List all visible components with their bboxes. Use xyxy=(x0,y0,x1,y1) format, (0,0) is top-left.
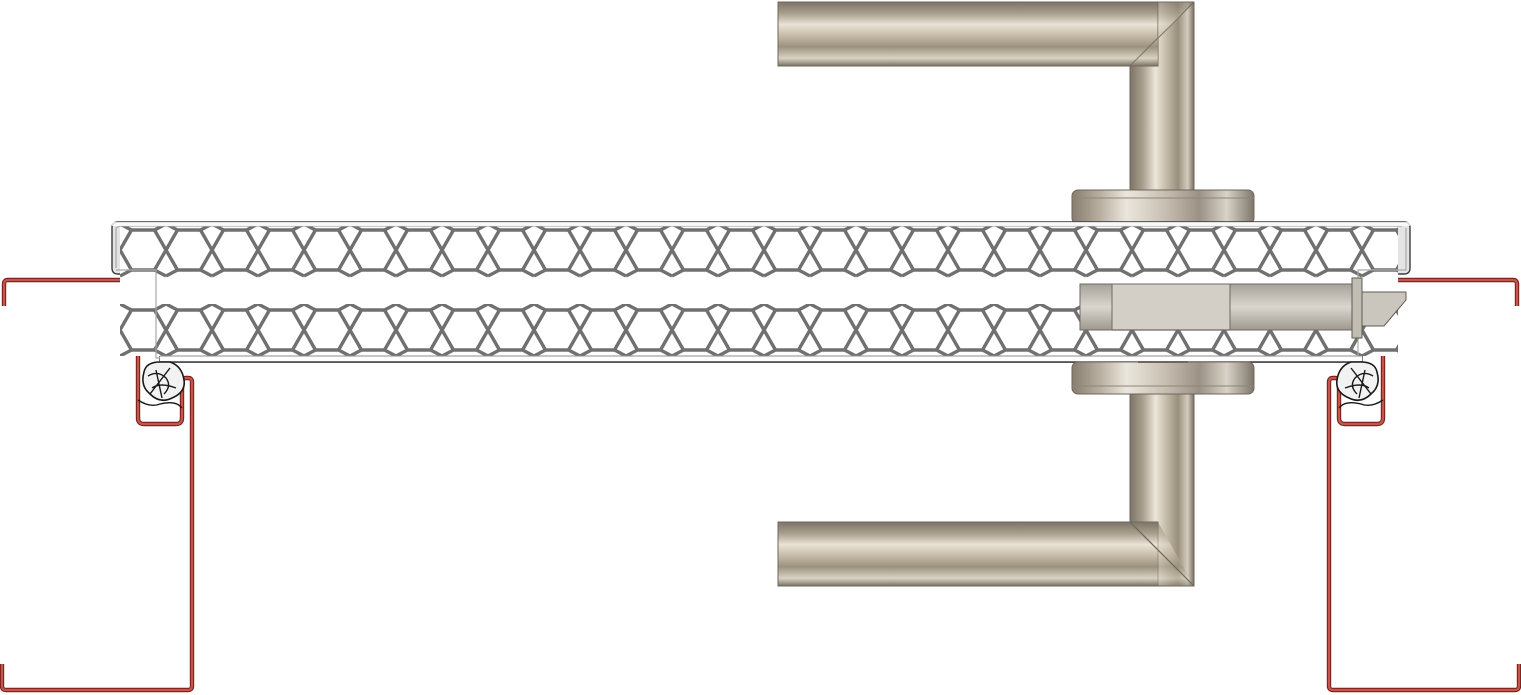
lever-handle-bottom xyxy=(777,361,1255,587)
mortise-latch xyxy=(1079,277,1407,339)
lever-handle-top xyxy=(777,1,1255,225)
right-seal xyxy=(1335,361,1384,409)
left-seal xyxy=(137,361,186,409)
